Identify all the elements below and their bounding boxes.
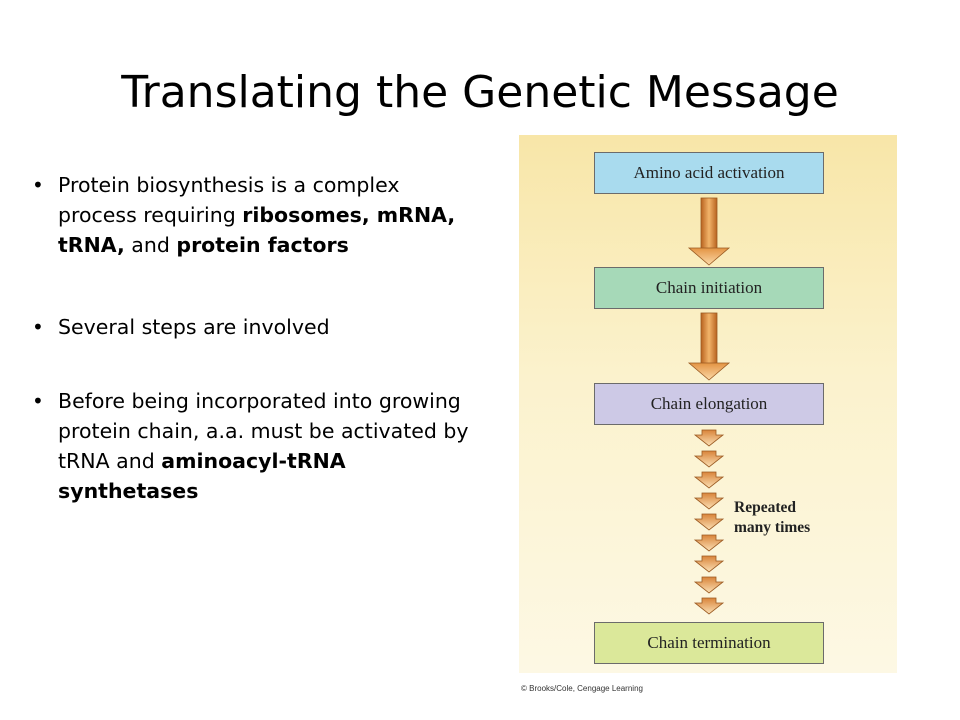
- copyright-credit: © Brooks/Cole, Cengage Learning: [521, 684, 643, 693]
- translation-flow-diagram: Amino acid activation Chain initiation C…: [519, 135, 897, 673]
- repeat-label-line-1: Repeated: [734, 499, 796, 516]
- bullet-1-text-c: and: [124, 233, 177, 257]
- bullet-2-text: Several steps are involved: [58, 315, 330, 339]
- stage-amino-acid-activation: Amino acid activation: [594, 152, 824, 194]
- bullet-item-several-steps: Several steps are involved: [32, 312, 470, 342]
- bullet-list: Protein biosynthesis is a complex proces…: [32, 170, 470, 558]
- bullet-3-text-b: aminoacyl-tRNA synthetases: [58, 449, 346, 503]
- flow-arrows: [687, 197, 731, 615]
- arrow-initiation-to-elongation: [687, 312, 731, 381]
- repeat-label: Repeated many times: [734, 498, 810, 538]
- bullet-1-text-b: ribosomes, mRNA, tRNA,: [58, 203, 456, 257]
- bullet-item-protein-biosynthesis: Protein biosynthesis is a complex proces…: [32, 170, 470, 260]
- repeat-chevrons: [693, 429, 725, 615]
- bullet-1-text-a: Protein biosynthesis is a complex proces…: [58, 173, 400, 227]
- bullet-item-activation: Before being incorporated into growing p…: [32, 386, 470, 506]
- stage-chain-initiation: Chain initiation: [594, 267, 824, 309]
- repeat-label-line-2: many times: [734, 519, 811, 536]
- stage-chain-termination: Chain termination: [594, 622, 824, 664]
- bullet-1-text-d: protein factors: [176, 233, 349, 257]
- slide-title: Translating the Genetic Message: [121, 67, 839, 118]
- bullet-3-text-a: Before being incorporated into growing p…: [58, 389, 469, 473]
- stage-chain-elongation: Chain elongation: [594, 383, 824, 425]
- arrow-activation-to-initiation: [687, 197, 731, 266]
